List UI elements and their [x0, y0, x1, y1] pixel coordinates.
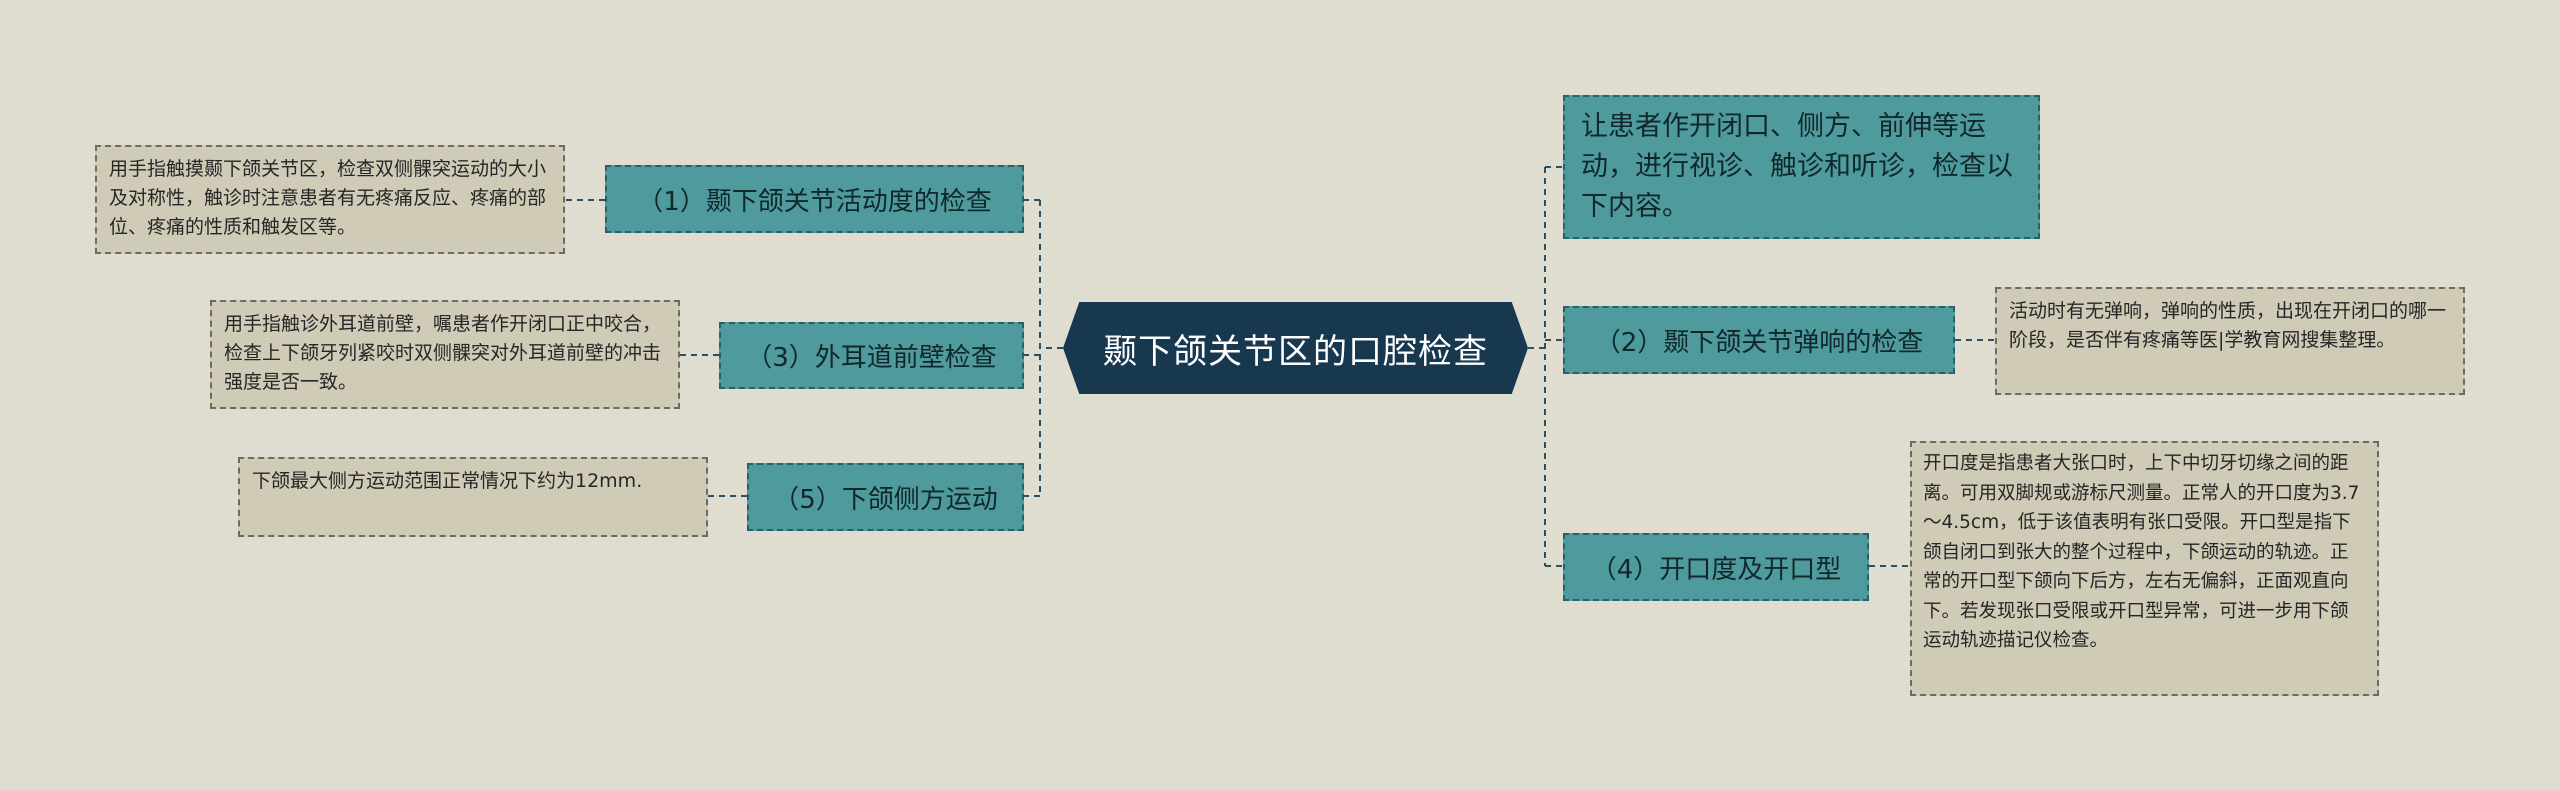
topic-mouth-opening[interactable]: （4）开口度及开口型: [1563, 533, 1869, 601]
topic-joint-clicking[interactable]: （2）颞下颌关节弹响的检查: [1563, 306, 1955, 374]
topic-label: （5）下颌侧方运动: [773, 484, 998, 515]
topic-label: （1）颞下颌关节活动度的检查: [637, 186, 992, 217]
detail-text: 下颌最大侧方运动范围正常情况下约为12mm.: [252, 470, 643, 492]
topic-lateral-movement[interactable]: （5）下颌侧方运动: [747, 463, 1024, 531]
topic-jaw-joint-mobility[interactable]: （1）颞下颌关节活动度的检查: [605, 165, 1024, 233]
detail-lateral-movement: 下颌最大侧方运动范围正常情况下约为12mm.: [238, 457, 708, 537]
detail-text: 活动时有无弹响，弹响的性质，出现在开闭口的哪一阶段，是否伴有疼痛等医|学教育网搜…: [2009, 300, 2447, 351]
central-topic[interactable]: 颞下颌关节区的口腔检查: [1063, 302, 1528, 394]
detail-text: 用手指触诊外耳道前壁，嘱患者作开闭口正中咬合，检查上下颌牙列紧咬时双侧髁突对外耳…: [224, 313, 662, 393]
topic-label: （3）外耳道前壁检查: [746, 343, 997, 373]
topic-label: 让患者作开闭口、侧方、前伸等运动，进行视诊、触诊和听诊，检查以下内容。: [1581, 111, 2013, 222]
detail-joint-clicking: 活动时有无弹响，弹响的性质，出现在开闭口的哪一阶段，是否伴有疼痛等医|学教育网搜…: [1995, 287, 2465, 395]
topic-label: （2）颞下颌关节弹响的检查: [1594, 327, 1924, 358]
detail-text: 开口度是指患者大张口时，上下中切牙切缘之间的距离。可用双脚规或游标尺测量。正常人…: [1923, 453, 2360, 651]
central-topic-label: 颞下颌关节区的口腔检查: [1103, 331, 1488, 372]
detail-text: 用手指触摸颞下颌关节区，检查双侧髁突运动的大小及对称性，触诊时注意患者有无疼痛反…: [109, 158, 547, 238]
detail-ear-canal-wall: 用手指触诊外耳道前壁，嘱患者作开闭口正中咬合，检查上下颌牙列紧咬时双侧髁突对外耳…: [210, 300, 680, 409]
topic-label: （4）开口度及开口型: [1590, 554, 1842, 585]
topic-examination-intro[interactable]: 让患者作开闭口、侧方、前伸等运动，进行视诊、触诊和听诊，检查以下内容。: [1563, 95, 2040, 239]
detail-mouth-opening: 开口度是指患者大张口时，上下中切牙切缘之间的距离。可用双脚规或游标尺测量。正常人…: [1910, 441, 2379, 696]
detail-jaw-joint-mobility: 用手指触摸颞下颌关节区，检查双侧髁突运动的大小及对称性，触诊时注意患者有无疼痛反…: [95, 145, 565, 254]
topic-ear-canal-wall[interactable]: （3）外耳道前壁检查: [719, 322, 1024, 389]
